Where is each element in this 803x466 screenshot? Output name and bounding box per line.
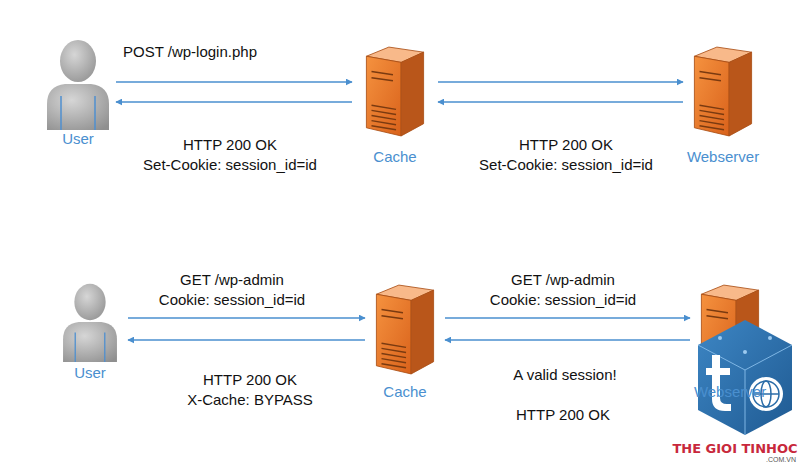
message-text: X-Cache: BYPASS [187, 391, 313, 409]
server-icon [365, 282, 445, 376]
user-node: User [52, 282, 128, 382]
logo-dot [768, 336, 772, 340]
message-text: A valid session! [513, 366, 616, 384]
message-label: GET /wp-admin [511, 271, 615, 289]
message-label: HTTP 200 OK [519, 136, 613, 154]
message-label: HTTP 200 OK [183, 136, 277, 154]
watermark-text: THE GIOI TINHOC [672, 441, 797, 456]
message-arrow [445, 339, 690, 340]
server-node: Cache [352, 44, 438, 166]
message-text: Cookie: session_id=id [490, 291, 636, 309]
logo-dot [718, 336, 722, 340]
message-arrow [438, 81, 683, 82]
message-arrow [438, 101, 683, 102]
node-label: Cache [373, 148, 416, 166]
message-label: HTTP 200 OK [203, 371, 297, 389]
node-label: User [74, 364, 106, 382]
server-icon [352, 44, 438, 138]
message-arrow [445, 317, 690, 318]
node-label: Cache [383, 383, 426, 401]
message-text: Set-Cookie: session_id=id [143, 156, 317, 174]
user-icon [40, 38, 116, 130]
server-node: Cache [365, 282, 445, 401]
message-text: Cookie: session_id=id [159, 291, 305, 309]
message-label: GET /wp-admin [180, 271, 284, 289]
watermark-text: .COM.VN [766, 455, 796, 464]
node-label: User [62, 130, 94, 148]
server-icon [683, 44, 763, 138]
server-node: Webserver [683, 44, 763, 166]
user-icon [52, 282, 128, 362]
message-text: Set-Cookie: session_id=id [479, 156, 653, 174]
message-arrow [128, 339, 365, 340]
message-arrow [116, 81, 352, 82]
logo-dot [743, 350, 747, 354]
message-label: POST /wp-login.php [123, 43, 257, 61]
user-node: User [40, 38, 116, 148]
node-label: Webserver [694, 383, 766, 401]
message-arrow [128, 317, 365, 318]
logo-edge [745, 370, 746, 435]
message-arrow [116, 101, 352, 102]
message-label: HTTP 200 OK [516, 406, 610, 424]
node-label: Webserver [687, 148, 759, 166]
